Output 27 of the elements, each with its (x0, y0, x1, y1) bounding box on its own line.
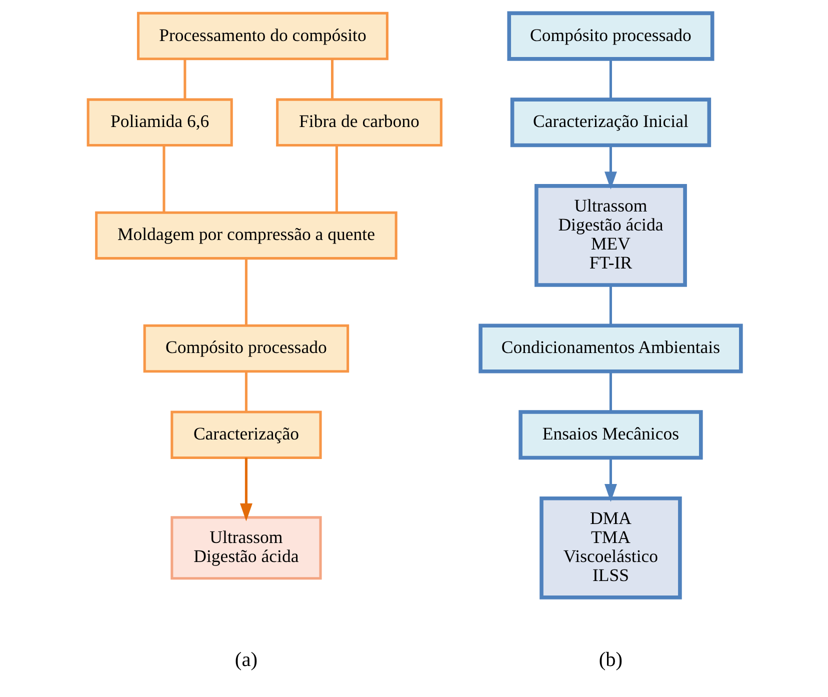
connector (162, 145, 165, 212)
arrow (604, 458, 616, 502)
node-box: Poliamida 6,6 (86, 98, 232, 147)
arrow (604, 145, 616, 190)
arrow (239, 458, 252, 522)
connector (608, 285, 612, 326)
node-box: Condicionamentos Ambientais (478, 324, 742, 374)
connector (608, 372, 612, 412)
connector (183, 59, 186, 100)
node-box: Caracterização (170, 410, 322, 459)
node-box: Fibra de carbono (276, 98, 442, 147)
connector (608, 59, 612, 100)
connector (334, 145, 338, 212)
node-box: Compósito processado (142, 324, 349, 373)
node-box: Caracterização Inicial (510, 98, 711, 148)
node-box: Ultrassom Digestão ácida MEV FT-IR (534, 184, 686, 287)
node-box: Moldagem por compressão a quente (94, 211, 397, 260)
label: (a) (234, 648, 257, 671)
label: (b) (598, 648, 622, 671)
node-box: Ensaios Mecânicos (518, 410, 702, 460)
node-box: Processamento do compósito (136, 12, 388, 60)
connector (330, 59, 334, 100)
connector (244, 372, 247, 412)
node-box: Ultrassom Digestão ácida (170, 516, 322, 580)
node-box: Compósito processado (506, 11, 714, 61)
connector (244, 258, 247, 326)
node-box: DMA TMA Viscoelástico ILSS (539, 496, 682, 600)
